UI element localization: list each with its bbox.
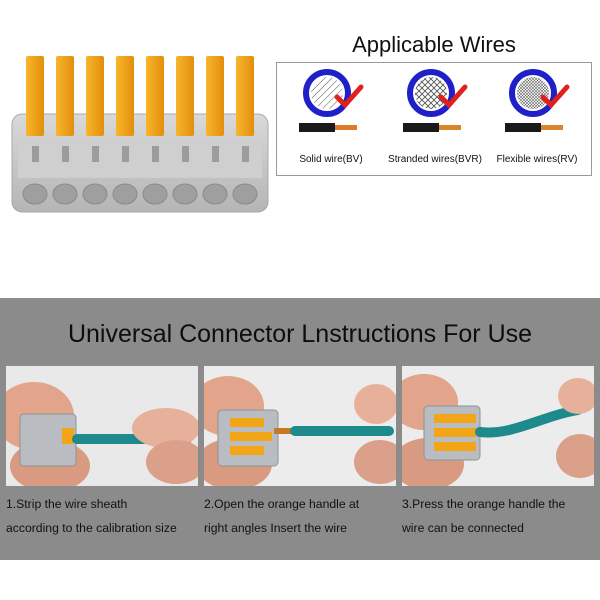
instruction-step-1: 1.Strip the wire sheath according to the…: [6, 366, 198, 540]
step-1-photo: [6, 366, 198, 486]
step-2-line-2: right angles Insert the wire: [204, 521, 347, 535]
applicable-wires-title: Applicable Wires: [352, 32, 516, 57]
instructions-title: Universal Connector Lnstructions For Use: [67, 320, 533, 348]
step-3-text: 3.Press the orange handle the wire can b…: [402, 492, 594, 540]
wire-type-solid: Solid wire(BV): [279, 67, 383, 171]
wire-type-stranded: Stranded wires(BVR): [383, 67, 487, 171]
step-3-line-1: 3.Press the orange handle the: [402, 497, 566, 511]
wire-label: Solid wire(BV): [299, 154, 363, 165]
stranded-wire-icon: [403, 69, 468, 132]
step-1-text: 1.Strip the wire sheath according to the…: [6, 492, 198, 540]
wire-label: Flexible wires(RV): [496, 154, 578, 165]
lever-connector-illustration: [10, 50, 270, 220]
flexible-wire-icon: [505, 69, 570, 132]
step-2-text: 2.Open the orange handle at right angles…: [204, 492, 396, 540]
wire-label: Stranded wires(BVR): [388, 154, 482, 165]
step-3-photo: [402, 366, 594, 486]
solid-wire-icon: [299, 69, 364, 132]
wire-type-flexible: Flexible wires(RV): [485, 67, 589, 171]
lever-connector-image: [11, 56, 269, 213]
step-1-line-2: according to the calibration size: [6, 521, 177, 535]
applicable-wires-box: Solid wire(BV) Stranded wires(BVR): [276, 62, 592, 176]
step-2-photo: [204, 366, 396, 486]
step-2-line-1: 2.Open the orange handle at: [204, 497, 360, 511]
applicable-wires-panel: Applicable Wires Solid wire(BV): [276, 30, 592, 176]
step-3-line-2: wire can be connected: [402, 521, 524, 535]
instruction-step-3: 3.Press the orange handle the wire can b…: [402, 366, 594, 540]
instructions-section: Universal Connector Lnstructions For Use…: [0, 298, 600, 560]
step-1-line-1: 1.Strip the wire sheath: [6, 497, 128, 511]
instruction-step-2: 2.Open the orange handle at right angles…: [204, 366, 396, 540]
